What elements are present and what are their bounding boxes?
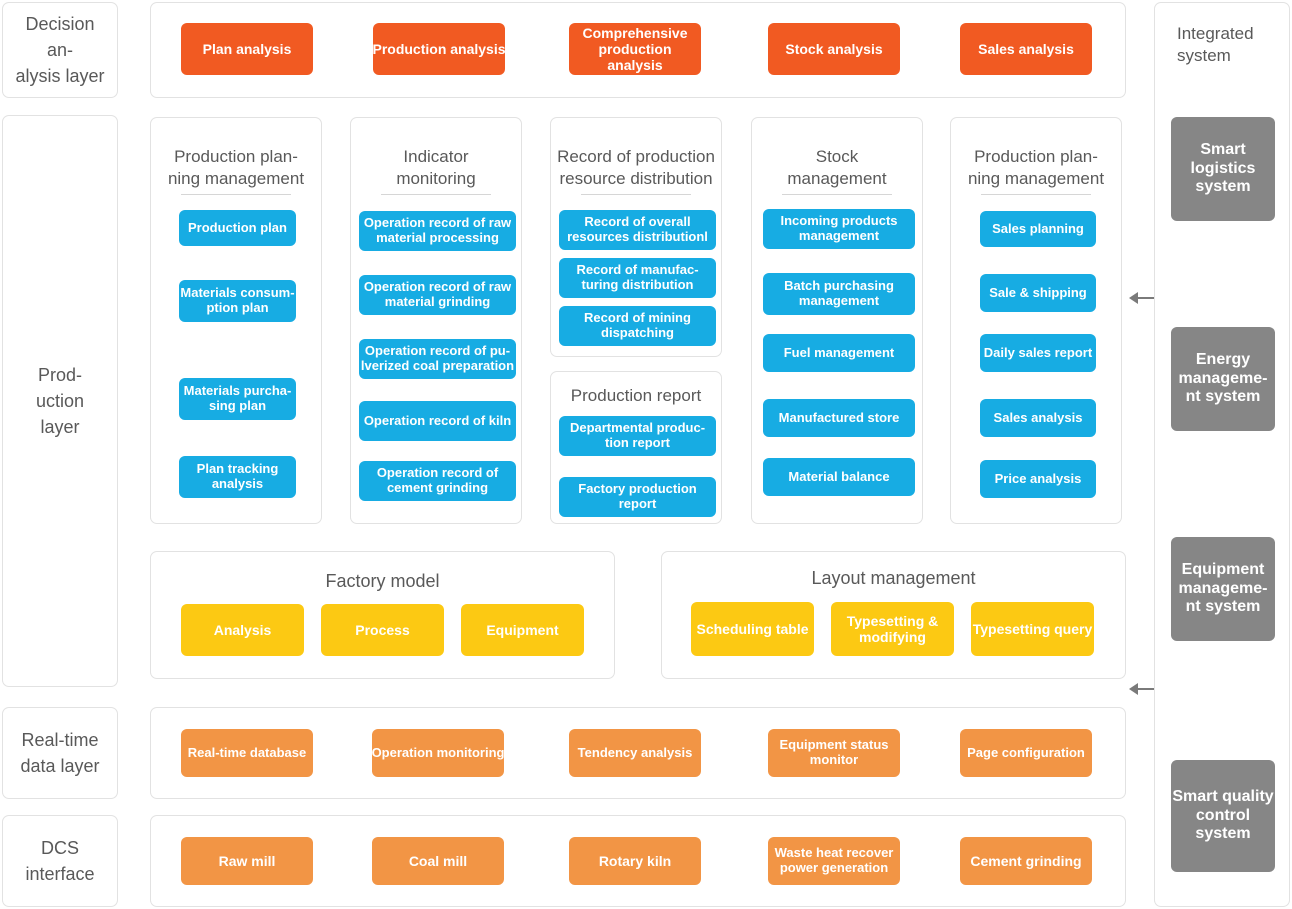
button-rotary-kiln[interactable]: Rotary kiln [569,837,701,885]
button-plan-tracking-analysis[interactable]: Plan tracking analysis [179,456,296,498]
button-waste-heat-recover-power-generation[interactable]: Waste heat recover power generation [768,837,900,885]
arrow-head-icon [1129,683,1138,695]
button-production-plan[interactable]: Production plan [179,210,296,246]
group-indicator-monitoring: Indicator monitoring Operation record of… [350,117,522,524]
group-record-production-resource-distribution: Record of production resource distributi… [550,117,722,357]
button-typesetting-and-modifying[interactable]: Typesetting & modifying [831,602,954,656]
button-materials-consumption-plan[interactable]: Materials consum- ption plan [179,280,296,322]
arrow-shaft [1137,297,1154,299]
integrated-system-panel: Integrated system Smart logistics system… [1154,2,1290,907]
button-equipment-management-system[interactable]: Equipment manageme- nt system [1171,537,1275,641]
realtime-data-panel: Real-time database Operation monitoring … [150,707,1126,799]
decision-button-comprehensive-production-analysis[interactable]: Comprehensive production analysis [569,23,701,75]
button-energy-management-system[interactable]: Energy manageme- nt system [1171,327,1275,431]
layer-label-dcs-text: DCS interface [25,837,95,884]
button-record-manufacturing-distribution[interactable]: Record of manufac- turing distribution [559,258,716,298]
group-title-record-production-resource-distribution: Record of production resource distributi… [551,146,721,195]
group-production-planning-management-2: Production plan- ning management Sales p… [950,117,1122,524]
button-record-mining-dispatching[interactable]: Record of mining dispatching [559,306,716,346]
decision-button-stock-analysis[interactable]: Stock analysis [768,23,900,75]
group-title-production-planning-management-1: Production plan- ning management [151,146,321,195]
button-sales-analysis[interactable]: Sales analysis [980,399,1096,437]
button-sales-planning[interactable]: Sales planning [980,211,1096,247]
button-operation-record-cement-grinding[interactable]: Operation record of cement grinding [359,461,516,501]
group-production-report: Production report Departmental produc- t… [550,371,722,524]
button-materials-purchasing-plan[interactable]: Materials purcha- sing plan [179,378,296,420]
button-factory-model-equipment[interactable]: Equipment [461,604,584,656]
group-factory-model: Factory model Analysis Process Equipment [150,551,615,679]
button-fuel-management[interactable]: Fuel management [763,334,915,372]
button-typesetting-query[interactable]: Typesetting query [971,602,1094,656]
button-smart-logistics-system[interactable]: Smart logistics system [1171,117,1275,221]
layer-label-production: Prod- uction layer [2,115,118,687]
button-material-balance[interactable]: Material balance [763,458,915,496]
integrated-system-title: Integrated system [1177,24,1254,66]
group-title-production-report: Production report [570,386,702,405]
decision-button-production-analysis[interactable]: Production analysis [372,23,506,75]
button-equipment-status-monitor[interactable]: Equipment status monitor [768,729,900,777]
button-operation-monitoring[interactable]: Operation monitoring [372,729,504,777]
button-factory-production-report[interactable]: Factory production report [559,477,716,517]
button-operation-record-of-kiln[interactable]: Operation record of kiln [359,401,516,441]
button-factory-model-analysis[interactable]: Analysis [181,604,304,656]
group-title-stock-management: Stock management [752,146,922,195]
decision-button-sales-analysis[interactable]: Sales analysis [960,23,1092,75]
button-page-configuration[interactable]: Page configuration [960,729,1092,777]
group-layout-management: Layout management Scheduling table Types… [661,551,1126,679]
button-sale-and-shipping[interactable]: Sale & shipping [980,274,1096,312]
button-real-time-database[interactable]: Real-time database [181,729,313,777]
button-raw-mill[interactable]: Raw mill [181,837,313,885]
button-operation-record-raw-material-grinding[interactable]: Operation record of raw material grindin… [359,275,516,315]
group-title-factory-model: Factory model [325,571,440,591]
button-operation-record-pulverized-coal-preparation[interactable]: Operation record of pu-lverized coal pre… [359,339,516,379]
arrow-shaft [1137,688,1154,690]
button-batch-purchasing-management[interactable]: Batch purchasing management [763,273,915,315]
button-daily-sales-report[interactable]: Daily sales report [980,334,1096,372]
button-factory-model-process[interactable]: Process [321,604,444,656]
button-price-analysis[interactable]: Price analysis [980,460,1096,498]
group-title-production-planning-management-2: Production plan- ning management [951,146,1121,195]
arrow-left-production-to-integrated [1129,291,1155,305]
arrow-left-layout-to-integrated [1129,682,1155,696]
button-scheduling-table[interactable]: Scheduling table [691,602,814,656]
layer-label-realtime: Real-time data layer [2,707,118,799]
decision-analysis-panel: Plan analysis Production analysis Compre… [150,2,1126,98]
group-title-layout-management: Layout management [811,568,976,588]
button-coal-mill[interactable]: Coal mill [372,837,504,885]
group-title-indicator-monitoring: Indicator monitoring [351,146,521,195]
group-stock-management: Stock management Incoming products manag… [751,117,923,524]
layer-label-dcs: DCS interface [2,815,118,907]
group-production-planning-management-1: Production plan- ning management Product… [150,117,322,524]
button-record-overall-resources-distribution[interactable]: Record of overall resources distribution… [559,210,716,250]
button-operation-record-raw-material-processing[interactable]: Operation record of raw material process… [359,211,516,251]
button-tendency-analysis[interactable]: Tendency analysis [569,729,701,777]
button-departmental-production-report[interactable]: Departmental produc- tion report [559,416,716,456]
button-smart-quality-control-system[interactable]: Smart quality control system [1171,760,1275,872]
button-incoming-products-management[interactable]: Incoming products management [763,209,915,249]
decision-button-plan-analysis[interactable]: Plan analysis [181,23,313,75]
layer-label-realtime-text: Real-time data layer [20,729,100,776]
button-cement-grinding[interactable]: Cement grinding [960,837,1092,885]
button-manufactured-store[interactable]: Manufactured store [763,399,915,437]
dcs-interface-panel: Raw mill Coal mill Rotary kiln Waste hea… [150,815,1126,907]
layer-label-production-text: Prod- uction layer [35,364,85,438]
arrow-head-icon [1129,292,1138,304]
layer-label-decision: Decision an- alysis layer [2,2,118,98]
layer-label-decision-text: Decision an- alysis layer [15,13,105,87]
